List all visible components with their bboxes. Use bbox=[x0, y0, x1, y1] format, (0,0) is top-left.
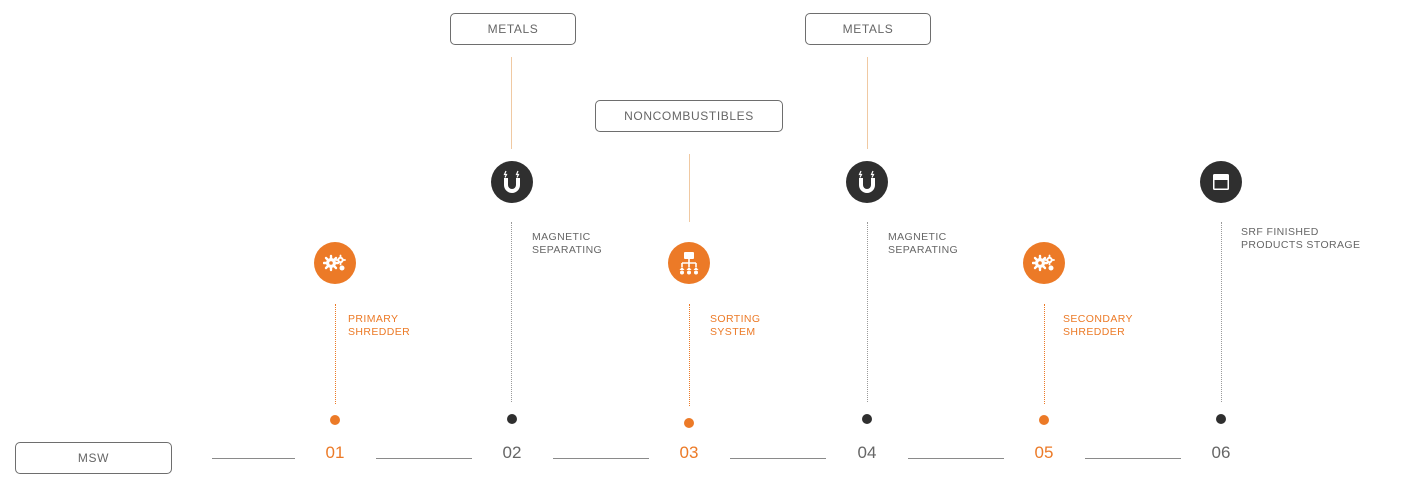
process-line-segment bbox=[553, 458, 649, 459]
sorting-icon bbox=[668, 242, 710, 284]
gears-icon bbox=[1023, 242, 1065, 284]
step-04-dotted-line bbox=[867, 222, 868, 402]
magnet-icon bbox=[846, 161, 888, 203]
step-01-dotted-line bbox=[335, 304, 336, 404]
gears-icon bbox=[314, 242, 356, 284]
step-03-dotted-line bbox=[689, 304, 690, 406]
process-line-segment bbox=[730, 458, 826, 459]
noncombustibles-connector bbox=[689, 154, 690, 222]
step-01-number: 01 bbox=[325, 443, 345, 462]
storage-icon bbox=[1200, 161, 1242, 203]
process-line-segment bbox=[212, 458, 295, 459]
process-line-segment bbox=[1085, 458, 1181, 459]
magnet-icon bbox=[491, 161, 533, 203]
step-02-number: 02 bbox=[502, 443, 522, 462]
step-05-marker bbox=[1039, 415, 1049, 425]
step-05-dotted-line bbox=[1044, 304, 1045, 404]
metals-output-box-1: METALS bbox=[450, 13, 576, 45]
step-01-marker bbox=[330, 415, 340, 425]
process-line-segment bbox=[376, 458, 472, 459]
metals-output-box-2: METALS bbox=[805, 13, 931, 45]
step-02-dotted-line bbox=[511, 222, 512, 402]
step-03-number: 03 bbox=[679, 443, 699, 462]
step-06-dotted-line bbox=[1221, 222, 1222, 402]
step-05-number: 05 bbox=[1034, 443, 1054, 462]
step-02-marker bbox=[507, 414, 517, 424]
metals-connector-1 bbox=[511, 57, 512, 149]
process-line-segment bbox=[908, 458, 1004, 459]
noncombustibles-output-box: NONCOMBUSTIBLES bbox=[595, 100, 783, 132]
step-04-marker bbox=[862, 414, 872, 424]
msw-input-box: MSW bbox=[15, 442, 172, 474]
step-04-number: 04 bbox=[857, 443, 877, 462]
step-03-marker bbox=[684, 418, 694, 428]
metals-connector-2 bbox=[867, 57, 868, 149]
step-06-marker bbox=[1216, 414, 1226, 424]
step-06-number: 06 bbox=[1211, 443, 1231, 462]
